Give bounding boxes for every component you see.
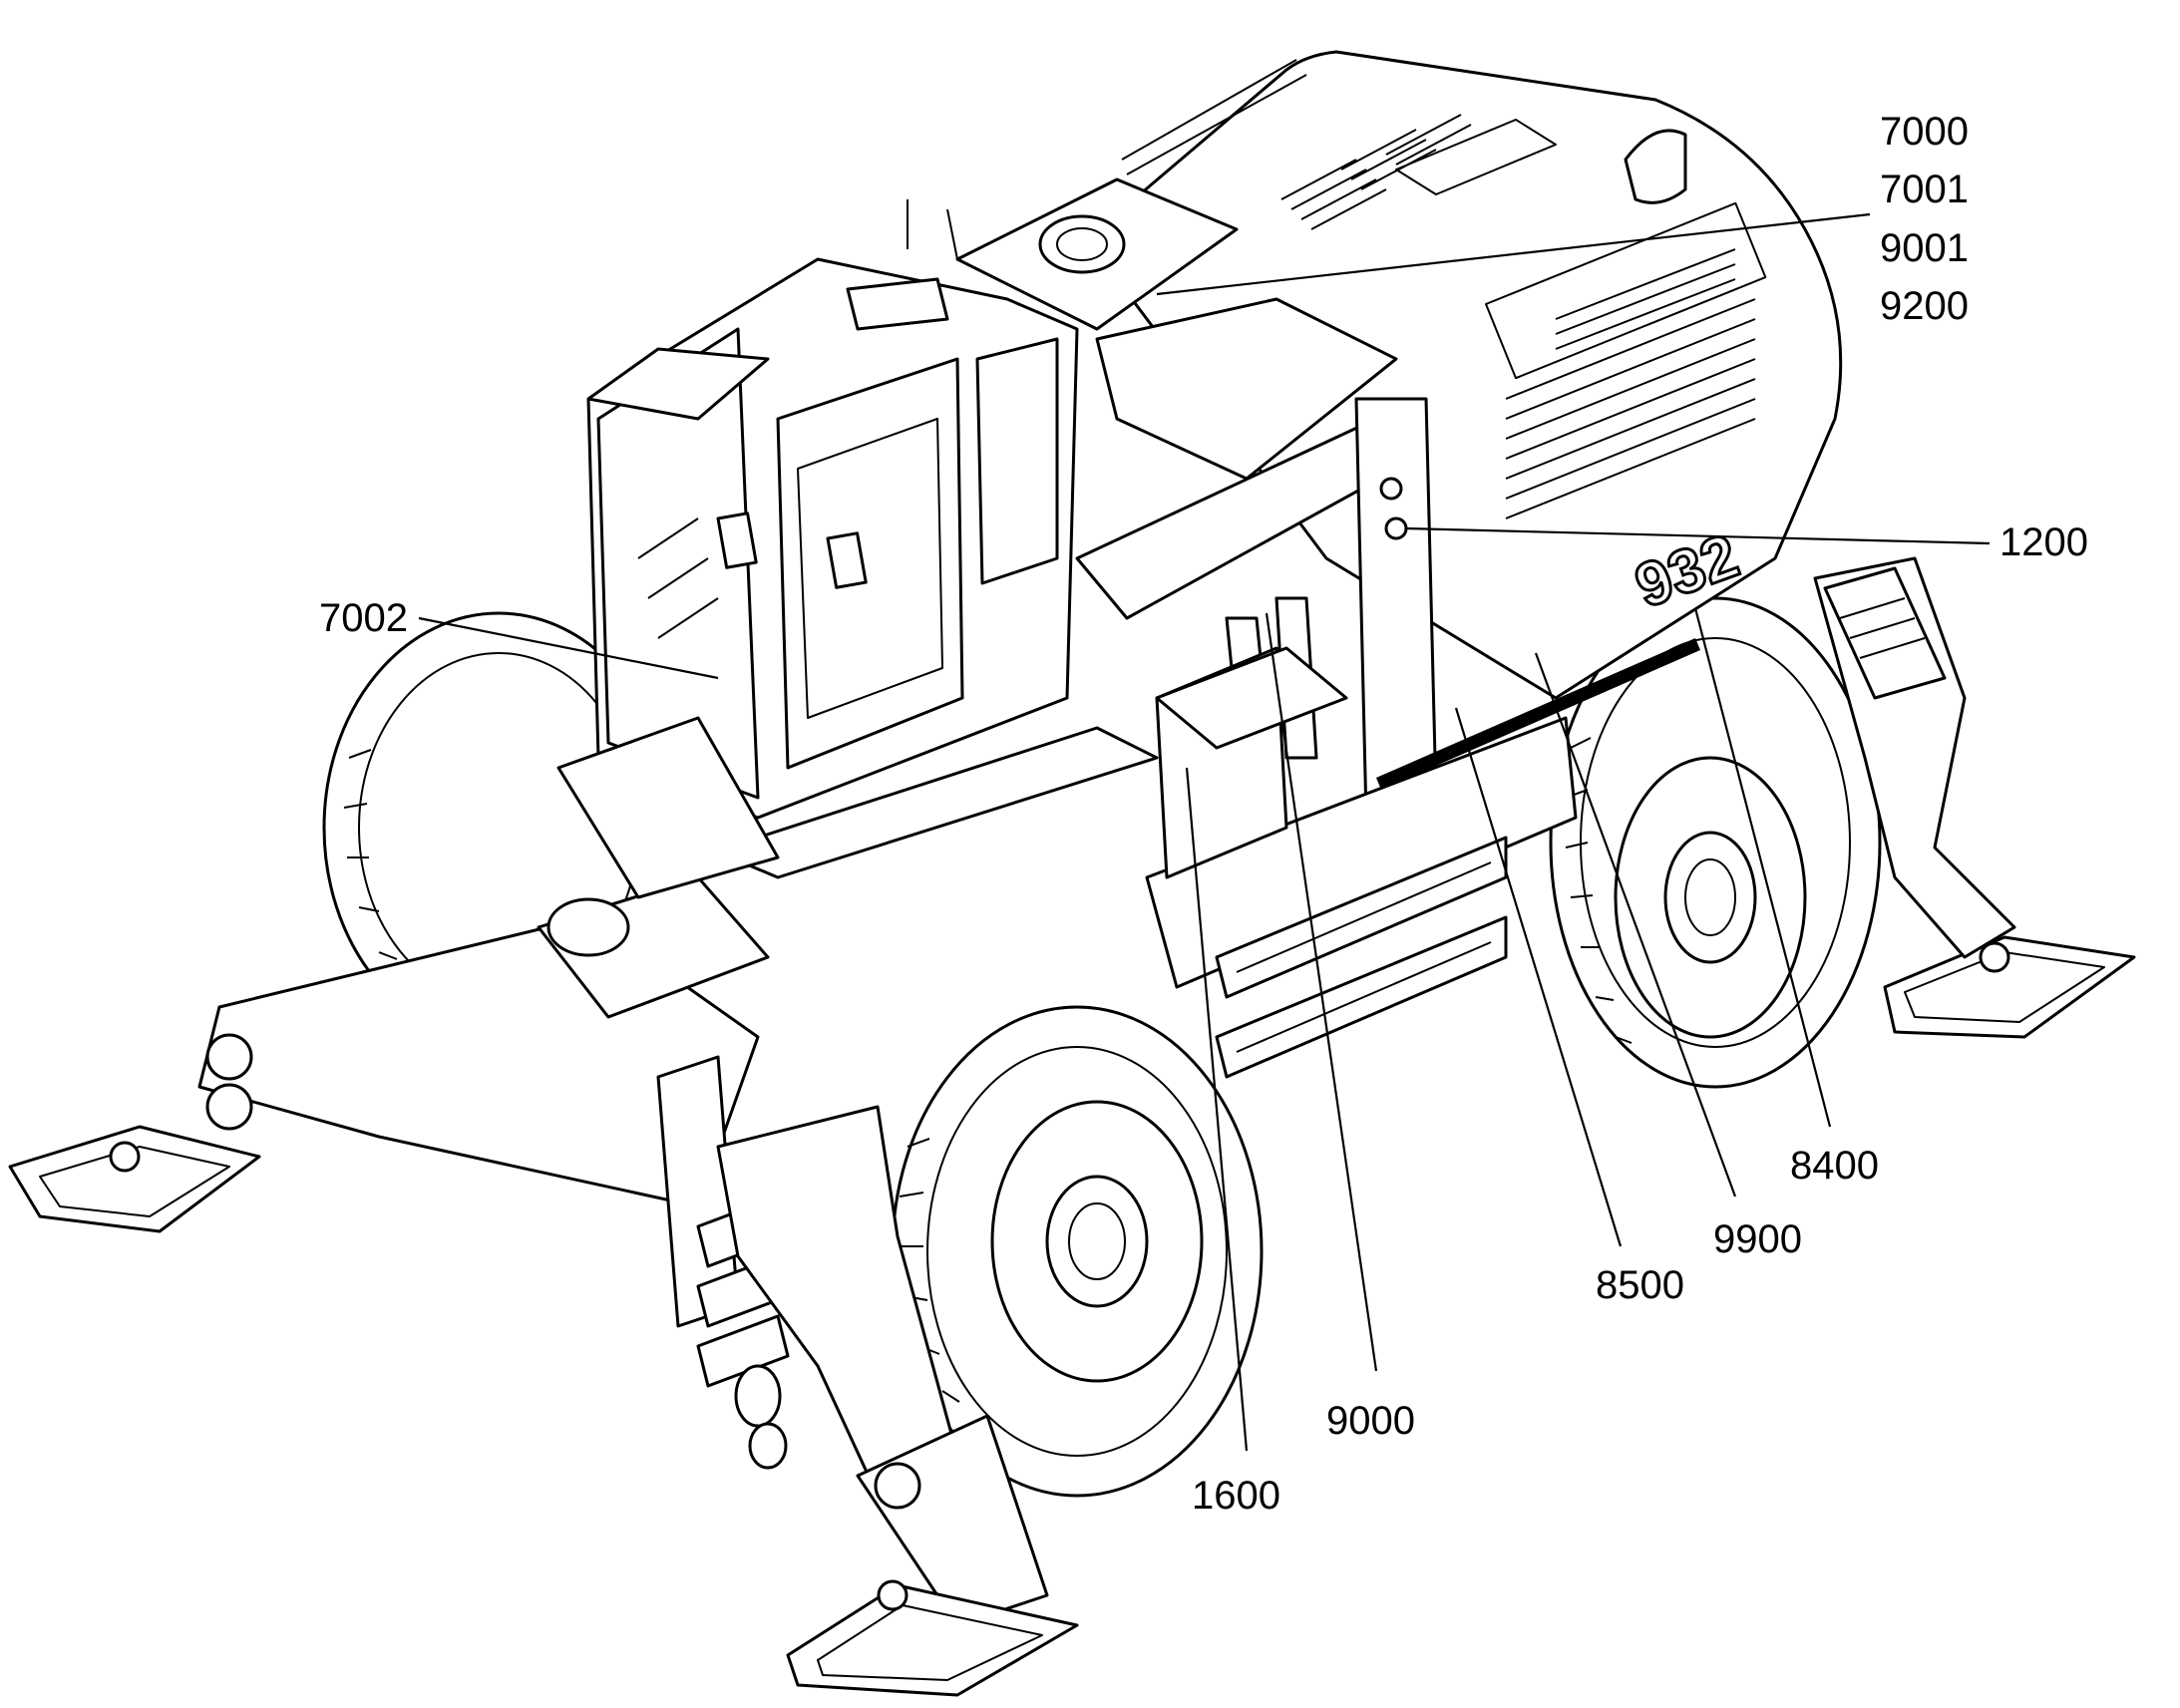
front-outrigger-arm	[716, 1105, 1049, 1627]
callout-9200: 9200	[1880, 284, 1969, 328]
callout-1600: 1600	[1192, 1474, 1280, 1518]
outrigger-pads	[8, 935, 2136, 1697]
leader-7002	[418, 616, 719, 680]
callout-7001: 7001	[1880, 168, 1969, 211]
callout-1200: 1200	[1999, 520, 2088, 564]
leader-1600	[1185, 767, 1249, 1452]
rear-outrigger-arm	[1813, 556, 2016, 959]
upper-deck	[955, 59, 1398, 481]
callout-9900: 9900	[1713, 1217, 1802, 1261]
callout-7002: 7002	[319, 596, 408, 640]
leader-9000	[1265, 612, 1378, 1372]
rear-right-wheel	[1549, 596, 1882, 1089]
callout-9000: 9000	[1326, 1399, 1415, 1443]
callout-7000: 7000	[1880, 110, 1969, 154]
front-axle-assembly	[197, 716, 790, 1388]
callout-8500: 8500	[1596, 1263, 1684, 1307]
undercarriage-frame	[1145, 646, 1578, 1079]
leader-1200	[1405, 526, 1991, 545]
callout-labels: 7000 7001 9001 9200 1200 7002 8400 9900 …	[319, 110, 2088, 1518]
leader-7000-group	[1156, 212, 1871, 296]
leader-9900	[1534, 652, 1737, 1197]
wheeled-excavator-illustration: 932	[8, 50, 2136, 1697]
leader-8400	[1693, 607, 1832, 1128]
front-right-wheel	[891, 1005, 1264, 1498]
callout-8400: 8400	[1790, 1144, 1879, 1188]
operator-cab	[586, 199, 1079, 820]
leader-8500	[1454, 707, 1623, 1247]
body-stripe	[1376, 638, 1700, 790]
callout-9001: 9001	[1880, 226, 1969, 270]
leader-lines	[418, 212, 1991, 1452]
